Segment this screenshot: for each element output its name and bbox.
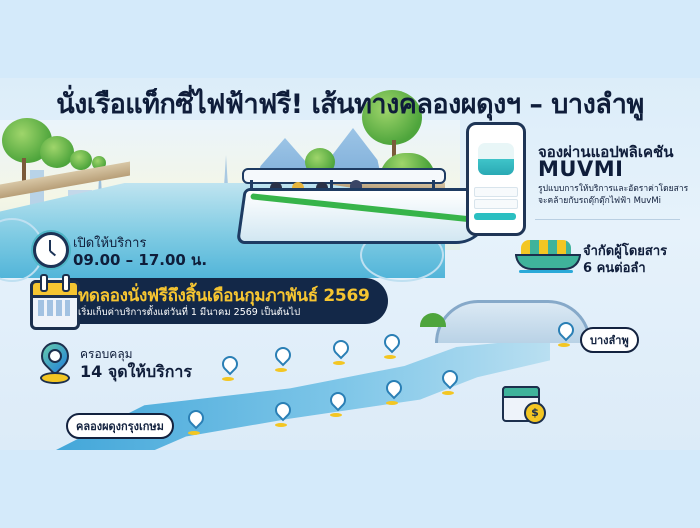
- service-hours-label: เปิดให้บริการ: [73, 236, 147, 251]
- coverage-value: 14 จุดให้บริการ: [80, 362, 192, 381]
- stop-pin-end[interactable]: [554, 318, 578, 347]
- page-title: นั่งเรือแท็กซี่ไฟฟ้าฟรี! เส้นทางคลองผดุง…: [56, 89, 644, 120]
- stop-pin[interactable]: [271, 343, 295, 372]
- capacity-label: จำกัดผู้โดยสาร: [583, 244, 668, 259]
- calendar-ring: [40, 274, 48, 292]
- section-divider: [535, 219, 680, 220]
- app-title: จองผ่านแอปพลิเคชัน: [538, 143, 674, 161]
- stop-pin[interactable]: [380, 330, 404, 359]
- tree: [362, 90, 422, 145]
- clock-icon: [33, 232, 69, 268]
- boat-post: [250, 180, 253, 194]
- service-hours-value: 09.00 – 17.00 น.: [73, 251, 208, 269]
- boat-post: [330, 180, 333, 194]
- stop-pin[interactable]: [326, 388, 350, 417]
- calendar-ring: [62, 274, 70, 292]
- phone-input-field: [474, 199, 518, 209]
- pin-hole: [48, 349, 62, 363]
- pin-base: [40, 372, 70, 384]
- tree: [70, 150, 92, 170]
- stop-pin[interactable]: [218, 352, 242, 381]
- promo-banner: [70, 278, 388, 324]
- map-pin-icon: [35, 336, 75, 384]
- calendar-icon: [30, 274, 80, 330]
- stop-pin[interactable]: [329, 336, 353, 365]
- stop-pin[interactable]: [438, 366, 462, 395]
- tree: [40, 136, 74, 168]
- coverage-label: ครอบคลุม: [80, 347, 133, 361]
- boat-roof: [242, 168, 446, 184]
- promo-title: ทดลองนั่งฟรีถึงสิ้นเดือนกุมภาพันธ์ 2569: [78, 286, 370, 306]
- clock-hand: [49, 250, 57, 257]
- bush: [420, 313, 446, 327]
- calendar-header: [30, 280, 80, 298]
- promo-subtitle: เริ่มเก็บค่าบริการตั้งแต่วันที่ 1 มีนาคม…: [78, 307, 301, 318]
- route-end-label: บางลำพู: [580, 327, 639, 353]
- phone-submit-button: [474, 213, 516, 220]
- app-boat-logo: [478, 143, 514, 175]
- calendar-grid: [38, 300, 70, 316]
- stop-pin[interactable]: [382, 376, 406, 405]
- calendar-coin-icon: $: [502, 382, 546, 424]
- app-name: MUVMI: [538, 157, 624, 181]
- water-line: [519, 270, 573, 273]
- route-start-label: คลองผดุงกรุงเกษม: [66, 413, 174, 439]
- smartphone-icon: [466, 122, 526, 236]
- boat: [515, 254, 581, 270]
- phone-input-field: [474, 187, 518, 197]
- passenger-boat-icon: [515, 240, 581, 276]
- clock-hand: [49, 240, 51, 251]
- coin-icon: $: [524, 402, 546, 424]
- boat-post: [432, 180, 435, 194]
- stop-pin[interactable]: [271, 398, 295, 427]
- capacity-value: 6 คนต่อลำ: [583, 261, 646, 276]
- stop-pin-start[interactable]: [184, 406, 208, 435]
- calendar-header: [502, 386, 540, 398]
- app-description: รูปแบบการให้บริการและอัตราค่าโดยสาร จะคล…: [538, 184, 689, 206]
- tree-trunk: [22, 158, 26, 188]
